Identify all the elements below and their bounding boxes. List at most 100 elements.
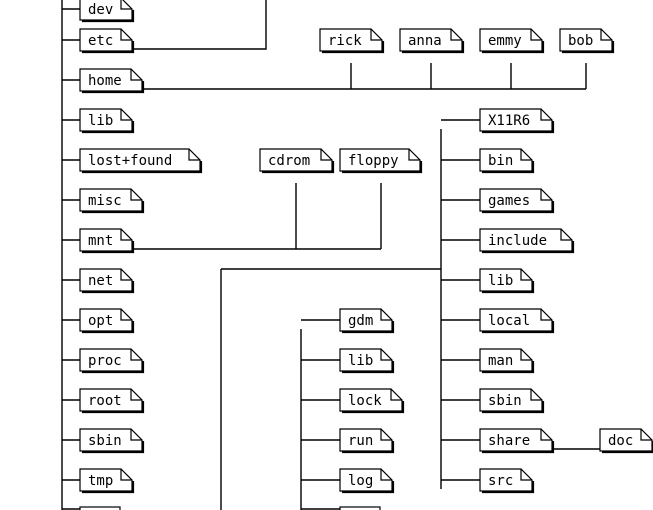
node-fold [408, 149, 420, 161]
node-label: gdm [348, 313, 373, 329]
node-shadow [82, 281, 135, 294]
dir-node-tmp: tmp [79, 468, 135, 494]
node-label: dev [88, 2, 113, 18]
node-fold [130, 189, 142, 201]
node-shadow [82, 241, 135, 254]
node-shadow [82, 321, 135, 334]
node-box [479, 468, 533, 492]
dir-node-root: root [79, 388, 145, 414]
node-box [79, 308, 133, 332]
node-label: opt [88, 313, 113, 329]
dir-node-etc: etc [79, 28, 135, 54]
node-shadow [82, 441, 145, 454]
partial-node-box [79, 506, 121, 510]
dir-node-cdrom: cdrom [259, 148, 335, 174]
dir-node-var-gdm: gdm [339, 308, 395, 334]
node-label: share [488, 433, 530, 449]
node-shadow [342, 441, 395, 454]
dir-node-usr-lib: lib [479, 268, 535, 294]
node-box [259, 148, 333, 172]
node-label: lib [488, 273, 513, 289]
dir-node-mnt: mnt [79, 228, 135, 254]
node-fold [600, 29, 612, 41]
node-shadow [82, 41, 135, 54]
dir-node-misc: misc [79, 188, 145, 214]
node-fold [450, 29, 462, 41]
node-label: include [488, 233, 547, 249]
node-fold [520, 349, 532, 361]
dir-node-usr-games: games [479, 188, 555, 214]
node-fold [530, 29, 542, 41]
node-shadow [82, 81, 145, 94]
node-shadow [482, 481, 535, 494]
dir-node-var-log: log [339, 468, 395, 494]
dir-node-net: net [79, 268, 135, 294]
dir-node-share-doc: doc [599, 428, 653, 454]
node-box [479, 228, 573, 252]
node-shadow [322, 41, 385, 54]
node-label: lib [88, 113, 113, 129]
node-label: run [348, 433, 373, 449]
node-label: bin [488, 153, 513, 169]
node-label: floppy [348, 153, 399, 169]
node-shadow [482, 121, 555, 134]
node-box [479, 268, 533, 292]
node-shadow [342, 321, 395, 334]
node-box [599, 428, 653, 452]
node-box [479, 428, 553, 452]
node-shadow [342, 481, 395, 494]
dir-node-usr-sbin: sbin [479, 388, 545, 414]
tree-nodes: devetchomeliblost+foundmiscmntnetoptproc… [79, 0, 653, 510]
node-label: lib [348, 353, 373, 369]
node-box [319, 28, 383, 52]
node-fold [130, 389, 142, 401]
node-shadow [82, 10, 135, 23]
etc-connector [132, 0, 267, 50]
node-fold [540, 109, 552, 121]
dir-node-var-run: run [339, 428, 395, 454]
node-shadow [482, 281, 535, 294]
node-box [79, 28, 133, 52]
node-box [339, 388, 403, 412]
dir-node-usr-include: include [479, 228, 575, 254]
node-fold [120, 29, 132, 41]
node-box [79, 228, 133, 252]
node-fold [120, 109, 132, 121]
node-fold [540, 309, 552, 321]
node-fold [530, 389, 542, 401]
node-box [479, 348, 533, 372]
node-shadow [82, 201, 145, 214]
node-label: man [488, 353, 513, 369]
dir-node-bob: bob [559, 28, 615, 54]
node-fold [130, 429, 142, 441]
node-fold [520, 149, 532, 161]
node-shadow [562, 41, 615, 54]
node-fold [130, 69, 142, 81]
node-shadow [342, 161, 423, 174]
node-box [79, 468, 133, 492]
dir-node-usr-share: share [479, 428, 555, 454]
node-box [479, 28, 543, 52]
dir-node-var-lib: lib [339, 348, 395, 374]
node-label: net [88, 273, 113, 289]
node-label: log [348, 473, 373, 489]
node-fold [120, 309, 132, 321]
node-box [559, 28, 613, 52]
node-fold [380, 429, 392, 441]
node-label: tmp [88, 473, 113, 489]
node-shadow [482, 241, 575, 254]
dir-node-anna: anna [399, 28, 465, 54]
node-box [479, 308, 553, 332]
dir-node-proc: proc [79, 348, 145, 374]
node-shadow [342, 361, 395, 374]
node-label: X11R6 [488, 113, 530, 129]
node-fold [130, 349, 142, 361]
node-fold [380, 309, 392, 321]
node-label: emmy [488, 33, 522, 49]
node-shadow [482, 361, 535, 374]
node-box [79, 188, 143, 212]
partial-node-box [339, 506, 381, 510]
node-fold [370, 29, 382, 41]
node-shadow [482, 401, 545, 414]
node-box [79, 108, 133, 132]
